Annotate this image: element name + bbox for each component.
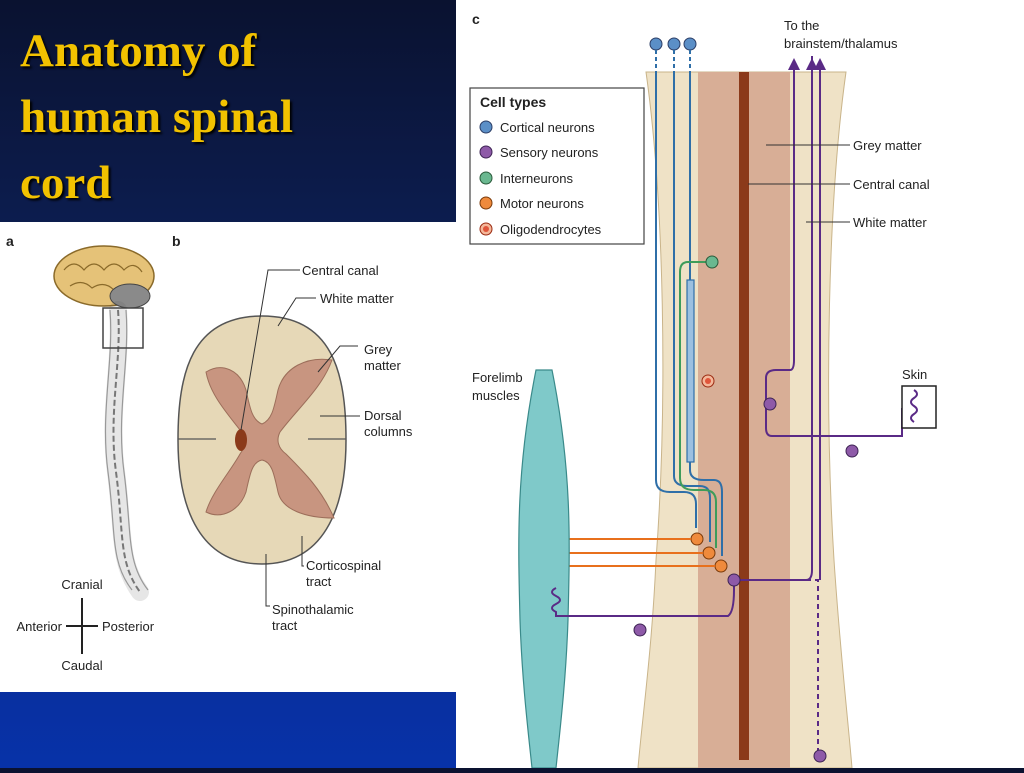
brain-illustration bbox=[53, 245, 155, 309]
legend-interneuron-icon bbox=[479, 171, 493, 185]
title-line-3: cord bbox=[20, 157, 112, 209]
central-canal-mark bbox=[235, 429, 247, 451]
title-line-1: Anatomy of bbox=[20, 25, 257, 77]
axis-cranial-label: Cranial bbox=[61, 577, 102, 592]
label-muscles: muscles bbox=[472, 388, 520, 403]
label-brainstem-thalamus: brainstem/thalamus bbox=[784, 36, 898, 51]
axis-posterior-label: Posterior bbox=[102, 619, 155, 634]
panel-c-leaders bbox=[748, 144, 850, 223]
motor-axons bbox=[546, 533, 715, 572]
legend-motor-icon bbox=[479, 196, 493, 210]
spine-illustration bbox=[104, 301, 149, 601]
skin-box bbox=[901, 385, 937, 429]
corticospinal-axons bbox=[655, 50, 723, 556]
cortical-neuron-somas bbox=[649, 37, 697, 51]
label-spinothalamic-1: Spinothalamic bbox=[272, 602, 354, 617]
label-white-matter: White matter bbox=[320, 291, 394, 306]
spinal-cord-longitudinal bbox=[637, 71, 853, 769]
label-corticospinal-2: tract bbox=[306, 574, 332, 589]
panel-c: c To the brainstem/thalamus Cell types C… bbox=[456, 0, 1024, 769]
ascending-arrows bbox=[788, 58, 826, 70]
panel-b-letter: b bbox=[172, 233, 181, 249]
label-corticospinal-1: Corticospinal bbox=[306, 558, 381, 573]
axis-caudal-label: Caudal bbox=[61, 658, 102, 673]
legend-sensory-label: Sensory neurons bbox=[500, 145, 599, 160]
legend-cortical-label: Cortical neurons bbox=[500, 120, 595, 135]
motor-neuron-somas bbox=[690, 532, 728, 573]
label-grey-matter: Grey matter bbox=[853, 138, 922, 153]
cord-central-canal bbox=[739, 72, 749, 760]
skin-receptor bbox=[910, 389, 918, 423]
interneuron-soma bbox=[705, 255, 719, 269]
slide-title: Anatomy of human spinal cord bbox=[20, 18, 440, 216]
label-skin: Skin bbox=[902, 367, 927, 382]
legend-interneuron-label: Interneurons bbox=[500, 171, 573, 186]
axis-anterior-label: Anterior bbox=[16, 619, 62, 634]
interneuron-path bbox=[679, 261, 717, 548]
spinal-cross-section bbox=[177, 315, 347, 565]
panel-ab-figure: a Cranial Anterior Posterior Caudal b bbox=[6, 233, 413, 673]
cell-types-legend: Cell types Cortical neurons Sensory neur… bbox=[469, 87, 645, 245]
label-grey-matter-1: Grey bbox=[364, 342, 393, 357]
label-forelimb: Forelimb bbox=[472, 370, 523, 385]
sensory-neuron-somas bbox=[633, 397, 859, 763]
legend-cortical-icon bbox=[479, 120, 493, 134]
legend-sensory-icon bbox=[479, 145, 493, 159]
label-grey-matter-2: matter bbox=[364, 358, 402, 373]
label-dorsal-1: Dorsal bbox=[364, 408, 402, 423]
label-central-canal: Central canal bbox=[302, 263, 379, 278]
legend-title: Cell types bbox=[480, 94, 546, 110]
label-central-canal-c: Central canal bbox=[853, 177, 930, 192]
label-spinothalamic-2: tract bbox=[272, 618, 298, 633]
label-dorsal-2: columns bbox=[364, 424, 413, 439]
myelin-sheath bbox=[686, 279, 695, 463]
grey-matter-region bbox=[205, 358, 335, 519]
cervical-highlight-box bbox=[102, 307, 144, 349]
panel-ab: a Cranial Anterior Posterior Caudal b bbox=[0, 222, 456, 692]
orientation-axes bbox=[66, 598, 98, 654]
label-white-matter-c: White matter bbox=[853, 215, 927, 230]
panel-b-leaders bbox=[240, 269, 360, 607]
title-line-2: human spinal bbox=[20, 91, 294, 143]
ascending-dashes bbox=[793, 72, 821, 92]
panel-a-letter: a bbox=[6, 233, 14, 249]
panel-c-letter: c bbox=[472, 11, 480, 27]
label-to-the: To the bbox=[784, 18, 819, 33]
panel-c-figure: c To the brainstem/thalamus Cell types C… bbox=[469, 11, 937, 769]
sensory-paths bbox=[551, 56, 915, 760]
legend-oligodendrocyte-label: Oligodendrocytes bbox=[500, 222, 602, 237]
legend-motor-label: Motor neurons bbox=[500, 196, 584, 211]
forelimb-muscle bbox=[518, 369, 570, 769]
